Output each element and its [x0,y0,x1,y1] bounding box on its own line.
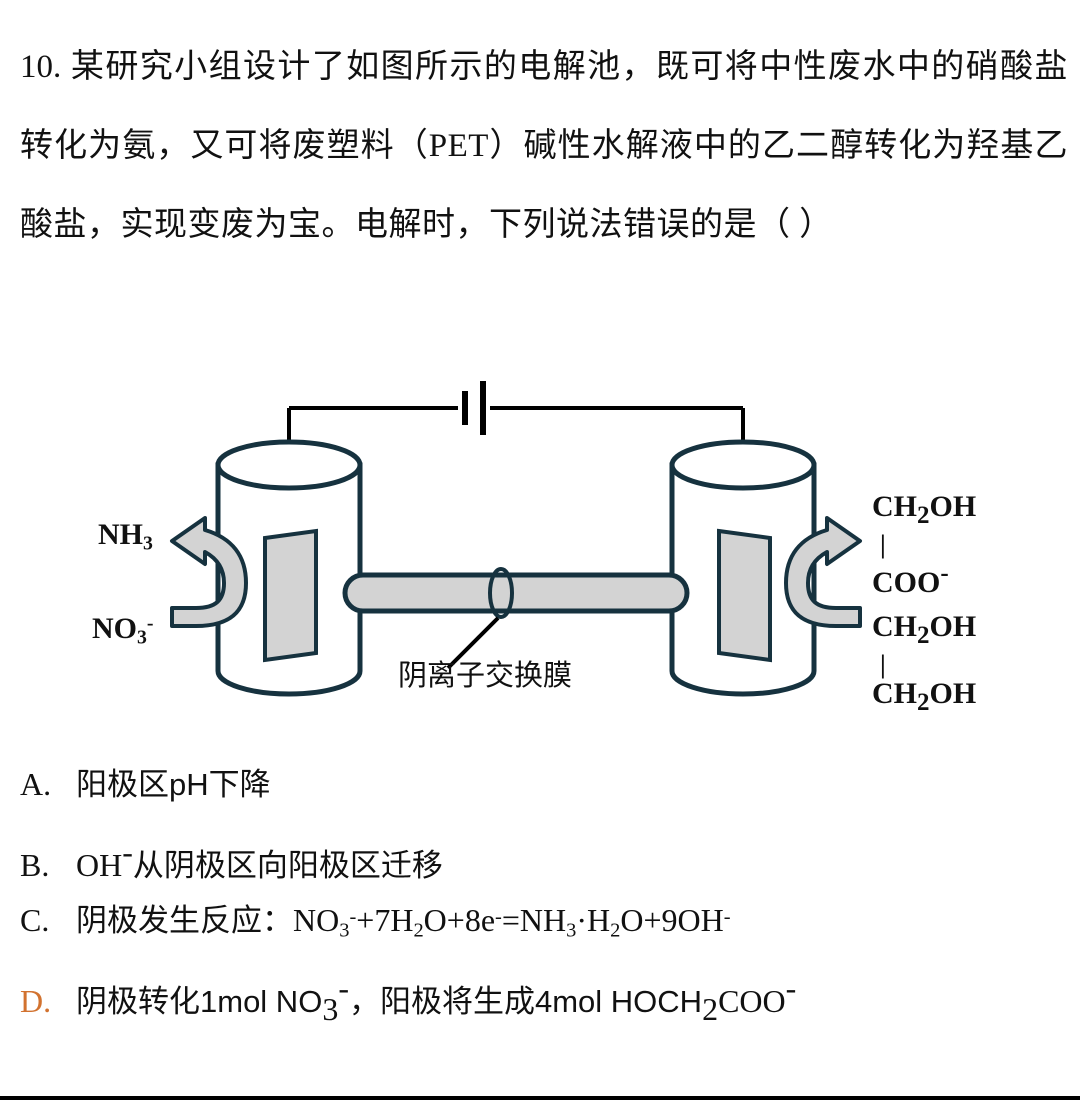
label-anion-exchange-membrane: 阴离子交换膜 [398,660,573,692]
option-d[interactable]: D. 阴极转化1mol NO3-，阳极将生成4mol HOCH2COO- [20,972,1070,1040]
option-d-text: 阴极转化1mol NO3-，阳极将生成4mol HOCH2COO- [76,970,797,1028]
answer-options-list: A. 阳极区pH下降 B. OH-从阴极区向阳极区迁移 C. 阴极发生反应：NO… [20,768,1070,1040]
left-flow-arrow [170,516,248,628]
glycol-bottom-row: CH2OH [872,677,977,716]
left-electrode-plate [263,528,318,663]
option-a[interactable]: A. 阳极区pH下降 [20,768,1070,836]
bottom-divider [0,1096,1080,1100]
membrane-leader-line [446,616,500,670]
label-nitrate: NO3- [92,612,154,649]
formula-ethylene-glycol: CH2OH | CH2OH [872,608,976,722]
glycolate-bond: | [880,530,886,559]
glycolate-bottom-row: COO- [872,560,949,599]
option-b-text: OH-从阴极区向阳极区迁移 [76,834,443,883]
connecting-tube [342,567,690,619]
electrolysis-cell-diagram [0,378,1080,718]
option-b-tag: B. [20,846,50,883]
option-d-tag: D. [20,982,52,1019]
glycol-bond: | [880,650,886,679]
option-c-tag: C. [20,902,50,938]
battery-icon [462,381,486,435]
glycol-top-row: CH2OH [872,610,977,649]
label-ammonia: NH3 [98,518,153,555]
question-number: 10. [20,49,62,85]
option-a-text: 阳极区pH下降 [76,767,271,802]
question-stem: 10. 某研究小组设计了如图所示的电解池，既可将中性废水中的硝酸盐转化为氨，又可… [20,28,1068,265]
right-electrode-plate [717,528,772,663]
anion-exchange-membrane-icon [488,567,514,619]
option-c[interactable]: C. 阴极发生反应：NO3-+7H2O+8e-=NH3·H2O+9OH- [20,904,1070,972]
formula-glycolate: CH2OH | COO- [872,488,976,602]
option-a-tag: A. [20,766,52,802]
option-b[interactable]: B. OH-从阴极区向阳极区迁移 [20,836,1070,904]
diagram-svg [170,381,862,697]
option-c-text: 阴极发生反应：NO3-+7H2O+8e-=NH3·H2O+9OH- [76,902,731,942]
glycolate-top-row: CH2OH [872,490,977,529]
question-text: 某研究小组设计了如图所示的电解池，既可将中性废水中的硝酸盐转化为氨，又可将废塑料… [20,49,1069,243]
right-flow-arrow [784,516,862,628]
